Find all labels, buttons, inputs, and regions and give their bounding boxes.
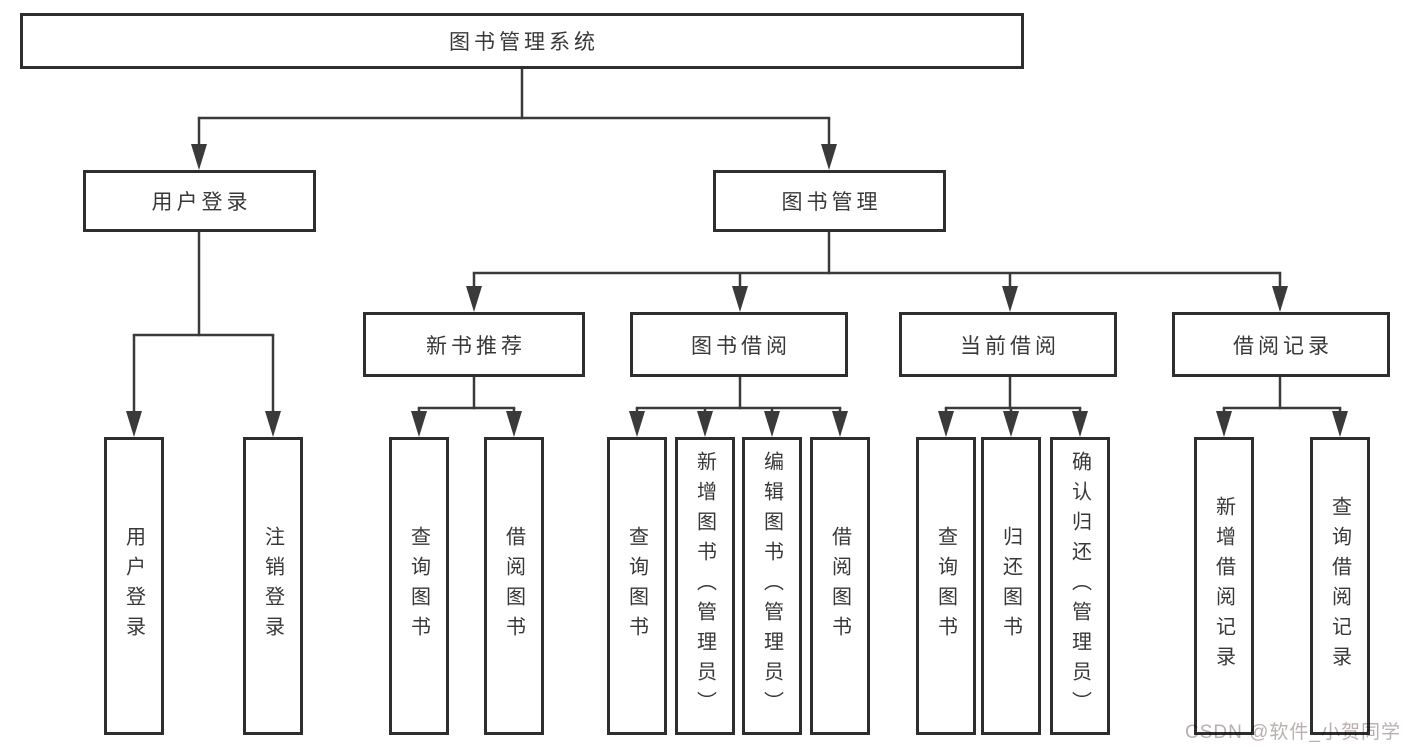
leaf-confirm-return-admin: 确认归还（管理员） <box>1050 437 1110 735</box>
leaf-query-books-current: 查询图书 <box>916 437 976 735</box>
node-book-management: 图书管理 <box>713 170 946 232</box>
leaf-add-books-admin: 新增图书（管理员） <box>675 437 735 735</box>
leaf-return-books: 归还图书 <box>981 437 1041 735</box>
leaf-user-login: 用户登录 <box>104 437 164 735</box>
leaf-logout: 注销登录 <box>243 437 303 735</box>
node-book-borrowing: 图书借阅 <box>630 312 848 377</box>
leaf-borrow-books-recommend: 借阅图书 <box>484 437 544 735</box>
csdn-watermark: CSDN @软件_小贺同学 <box>1185 722 1401 743</box>
leaf-query-books-recommend: 查询图书 <box>389 437 449 735</box>
node-current-borrowing: 当前借阅 <box>899 312 1117 377</box>
node-user-login: 用户登录 <box>83 170 316 232</box>
node-borrowing-records: 借阅记录 <box>1172 312 1390 377</box>
leaf-add-borrow-record: 新增借阅记录 <box>1194 437 1254 735</box>
leaf-edit-books-admin: 编辑图书（管理员） <box>742 437 802 735</box>
leaf-query-books-borrow: 查询图书 <box>607 437 667 735</box>
leaf-query-borrow-record: 查询借阅记录 <box>1310 437 1370 735</box>
leaf-borrow-books: 借阅图书 <box>810 437 870 735</box>
node-library-system: 图书管理系统 <box>20 13 1024 69</box>
node-new-book-recommend: 新书推荐 <box>363 312 585 377</box>
